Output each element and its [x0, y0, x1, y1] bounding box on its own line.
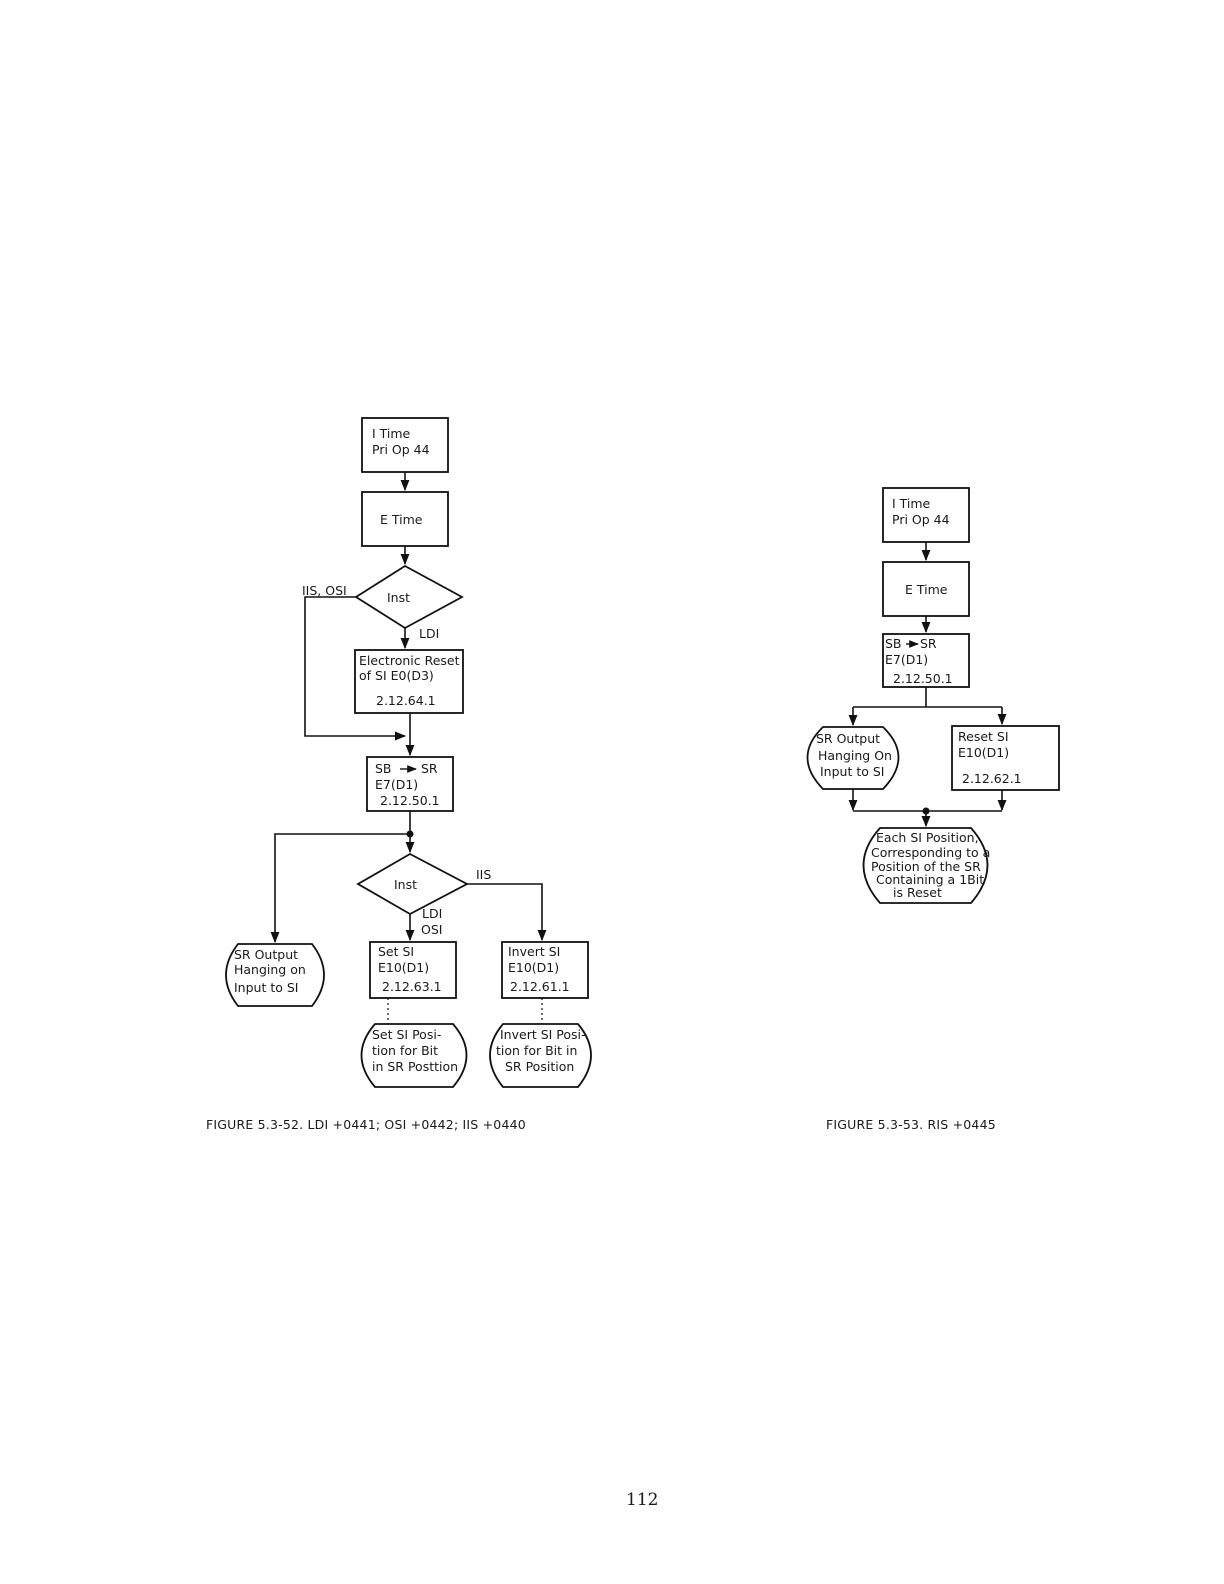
itime-box-2: I Time Pri Op 44 [882, 487, 970, 543]
etime-box-2: E Time [882, 561, 970, 617]
invert-note-line3: SR Position [505, 1059, 574, 1074]
inst-decision-1-label: Inst [387, 590, 410, 605]
sbsr-sb: SB [375, 761, 392, 776]
output2-line2: Hanging On [818, 748, 892, 763]
setsi-line3: 2.12.63.1 [382, 979, 442, 994]
itime-line2: Pri Op 44 [372, 442, 430, 457]
sr-output-terminal: SR Output Hanging on Input to SI [225, 943, 325, 1007]
output2-line3: Input to SI [820, 764, 884, 779]
etime2-label: E Time [905, 582, 948, 597]
itime2-line2: Pri Op 44 [892, 512, 950, 527]
invertsi-line1: Invert SI [508, 944, 560, 959]
figure-5-3-53: I Time Pri Op 44 E Time SB SR E7(D1) 2.1… [806, 487, 1060, 1132]
sbsr-sr: SR [421, 761, 438, 776]
sbsr2-sb: SB [885, 636, 902, 651]
invert-si-box: Invert SI E10(D1) 2.12.61.1 [501, 941, 589, 999]
invert-note-line1: Invert SI Posi- [500, 1027, 586, 1042]
sbsr-line3: 2.12.50.1 [380, 793, 440, 808]
reset-si-box-2: Reset SI E10(D1) 2.12.62.1 [951, 725, 1060, 791]
sbsr2-line2: E7(D1) [885, 652, 928, 667]
set-si-note: Set SI Posi- tion for Bit in SR Posttion [360, 1023, 468, 1088]
sbsr2-sr: SR [920, 636, 937, 651]
set-si-box: Set SI E10(D1) 2.12.63.1 [369, 941, 457, 999]
label-ldi: LDI [419, 626, 439, 641]
figure-52-caption: FIGURE 5.3-52. LDI +0441; OSI +0442; IIS… [206, 1117, 526, 1132]
set-note-line1: Set SI Posi- [372, 1027, 441, 1042]
reset2-line2: E10(D1) [958, 745, 1009, 760]
inst-decision-1: Inst [354, 564, 464, 630]
output2-line1: SR Output [816, 731, 880, 746]
reset-line3: 2.12.64.1 [376, 693, 436, 708]
sb-to-sr-box: SB SR E7(D1) 2.12.50.1 [366, 756, 454, 812]
itime-box: I Time Pri Op 44 [361, 417, 449, 473]
sr-output-terminal-2: SR Output Hanging On Input to SI [806, 726, 900, 790]
reset-line2: of SI E0(D3) [359, 668, 434, 683]
output-line2: Hanging on [234, 962, 306, 977]
sbsr-line2: E7(D1) [375, 777, 418, 792]
itime2-line1: I Time [892, 496, 931, 511]
setsi-line1: Set SI [378, 944, 414, 959]
itime-line1: I Time [372, 426, 411, 441]
label-iis-osi: IIS, OSI [302, 583, 347, 598]
reset2-line3: 2.12.62.1 [962, 771, 1022, 786]
label-iis: IIS [476, 867, 491, 882]
inst-decision-2-label: Inst [394, 877, 417, 892]
setsi-line2: E10(D1) [378, 960, 429, 975]
invert-note-line2: tion for Bit in [496, 1043, 577, 1058]
result-line3: Position of the SR [871, 859, 981, 874]
result-terminal: Each SI Position, Corresponding to a Pos… [862, 827, 990, 904]
etime-label: E Time [380, 512, 423, 527]
branch-iis-osi-line [304, 596, 407, 741]
figure-53-caption: FIGURE 5.3-53. RIS +0445 [826, 1117, 996, 1132]
electronic-reset-box: Electronic Reset of SI E0(D3) 2.12.64.1 [354, 649, 464, 714]
reset2-line1: Reset SI [958, 729, 1009, 744]
branch-iis-line [467, 883, 547, 942]
invertsi-line3: 2.12.61.1 [510, 979, 570, 994]
branch-to-output-line [270, 833, 410, 944]
set-note-line3: in SR Posttion [372, 1059, 458, 1074]
set-note-line2: tion for Bit [372, 1043, 438, 1058]
inst-decision-2: Inst [356, 852, 469, 916]
invert-si-note: Invert SI Posi- tion for Bit in SR Posit… [489, 1023, 592, 1088]
result-line5: is Reset [893, 885, 942, 900]
label-osi: OSI [421, 922, 442, 937]
result-line4: Containing a 1Bit [876, 872, 984, 887]
invertsi-line2: E10(D1) [508, 960, 559, 975]
sb-to-sr-box-2: SB SR E7(D1) 2.12.50.1 [882, 633, 970, 688]
etime-box: E Time [361, 491, 449, 547]
label-ldi-2: LDI [422, 906, 442, 921]
result-line2: Corresponding to a [871, 845, 990, 860]
output-line3: Input to SI [234, 980, 298, 995]
output-line1: SR Output [234, 947, 298, 962]
result-line1: Each SI Position, [876, 830, 979, 845]
page-number: 112 [626, 1490, 658, 1510]
figure-5-3-52: I Time Pri Op 44 E Time Inst IIS, OSI LD… [206, 417, 592, 1132]
reset-line1: Electronic Reset [359, 653, 460, 668]
sbsr2-line3: 2.12.50.1 [893, 671, 953, 686]
